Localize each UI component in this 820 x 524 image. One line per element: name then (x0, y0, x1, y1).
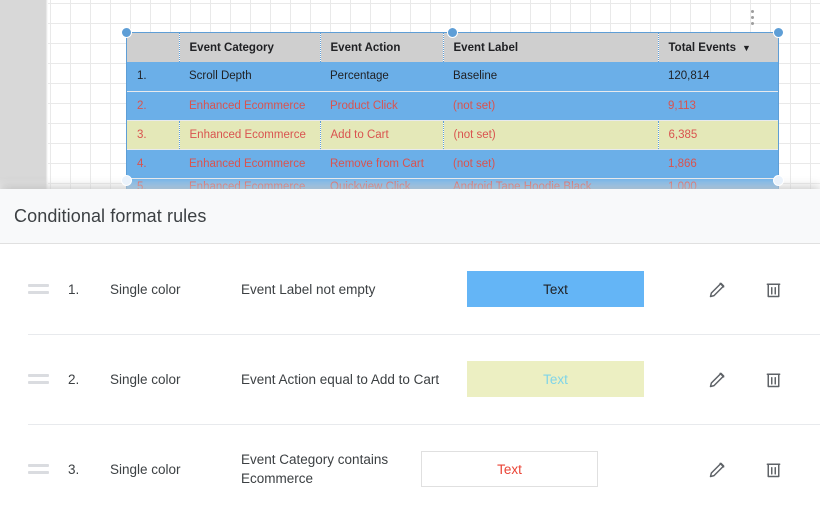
rule-condition: Event Action equal to Add to Cart (241, 371, 440, 387)
rule-condition: Event Category contains Ecommerce (241, 452, 389, 486)
cell-total-events: 9,113 (658, 91, 778, 121)
trash-icon[interactable] (760, 366, 786, 392)
cell-index: 2. (127, 91, 179, 121)
rule-color-preview[interactable]: Text (421, 451, 598, 487)
rule-actions (704, 366, 820, 392)
cell-event-category: Enhanced Ecommerce (179, 91, 320, 121)
cell-event-action: Product Click (320, 91, 443, 121)
rule-type: Single color (110, 371, 181, 387)
cell-event-label: (not set) (443, 120, 659, 150)
drag-handle-icon[interactable] (28, 374, 52, 384)
table-row[interactable]: 1. Scroll Depth Percentage Baseline 120,… (127, 62, 778, 92)
events-table: Event Category Event Action Event Label … (127, 33, 778, 189)
drag-handle-icon[interactable] (28, 464, 52, 474)
column-header-event-action[interactable]: Event Action (320, 33, 444, 62)
pencil-icon[interactable] (704, 456, 730, 482)
more-vert-icon[interactable] (744, 4, 760, 30)
table-row[interactable]: 2. Enhanced Ecommerce Product Click (not… (127, 91, 778, 121)
rule-type: Single color (110, 281, 181, 297)
report-canvas: Event Category Event Action Event Label … (0, 0, 820, 196)
sort-desc-icon[interactable]: ▼ (742, 42, 751, 53)
resize-handle-top-right[interactable] (773, 27, 784, 38)
pencil-icon[interactable] (704, 276, 730, 302)
column-header-total-events[interactable]: Total Events ▼ (658, 33, 778, 62)
dialog-header: Conditional format rules (0, 189, 820, 244)
table-header: Event Category Event Action Event Label … (127, 33, 778, 62)
cell-event-label: Baseline (443, 62, 658, 92)
rule-color-preview[interactable]: Text (467, 361, 644, 397)
canvas-left-margin (0, 0, 45, 196)
rule-index: 1. (68, 281, 80, 297)
table-widget[interactable]: Event Category Event Action Event Label … (126, 32, 779, 190)
cell-event-action: Add to Cart (320, 120, 444, 150)
rule-row[interactable]: 3. Single color Event Category contains … (0, 424, 820, 514)
rule-color-preview[interactable]: Text (467, 271, 644, 307)
cell-event-category: Enhanced Ecommerce (179, 120, 321, 150)
table-body: 1. Scroll Depth Percentage Baseline 120,… (127, 62, 778, 189)
cell-event-action: Percentage (320, 62, 443, 92)
column-header-event-label[interactable]: Event Label (443, 33, 659, 62)
cell-index: 4. (127, 149, 179, 179)
column-header-index[interactable] (127, 33, 180, 62)
pencil-icon[interactable] (704, 366, 730, 392)
cell-event-label: (not set) (443, 91, 658, 121)
table-row[interactable]: 4. Enhanced Ecommerce Remove from Cart (… (127, 149, 778, 179)
resize-handle-bottom-left[interactable] (121, 175, 132, 186)
cell-event-category: Scroll Depth (179, 62, 320, 92)
rule-condition: Event Label not empty (241, 281, 376, 297)
cell-event-category: Enhanced Ecommerce (179, 149, 320, 179)
rule-index: 2. (68, 371, 80, 387)
trash-icon[interactable] (760, 276, 786, 302)
column-header-event-category[interactable]: Event Category (179, 33, 321, 62)
table-header-row: Event Category Event Action Event Label … (127, 33, 778, 62)
rules-list: 1. Single color Event Label not empty Te… (0, 244, 820, 514)
trash-icon[interactable] (760, 456, 786, 482)
resize-handle-top-left[interactable] (121, 27, 132, 38)
cell-total-events: 1,866 (658, 149, 778, 179)
conditional-format-rules-dialog: Conditional format rules 1. Single color… (0, 189, 820, 524)
resize-handle-top-center[interactable] (447, 27, 458, 38)
cell-index: 1. (127, 62, 179, 92)
resize-handle-bottom-right[interactable] (773, 175, 784, 186)
canvas-margin-shadow (45, 0, 48, 196)
dialog-title: Conditional format rules (14, 205, 207, 226)
cell-event-action: Remove from Cart (320, 149, 443, 179)
column-header-total-events-label: Total Events (668, 41, 737, 54)
cell-total-events: 6,385 (658, 120, 778, 150)
rule-actions (704, 456, 820, 482)
cell-index: 3. (127, 120, 180, 150)
cell-total-events: 120,814 (658, 62, 778, 92)
cell-event-label: (not set) (443, 149, 658, 179)
rule-actions (704, 276, 820, 302)
table-row[interactable]: 3. Enhanced Ecommerce Add to Cart (not s… (127, 120, 778, 150)
rule-type: Single color (110, 461, 181, 477)
drag-handle-icon[interactable] (28, 284, 52, 294)
rule-index: 3. (68, 461, 80, 477)
rule-row[interactable]: 2. Single color Event Action equal to Ad… (0, 334, 820, 424)
rule-row[interactable]: 1. Single color Event Label not empty Te… (0, 244, 820, 334)
